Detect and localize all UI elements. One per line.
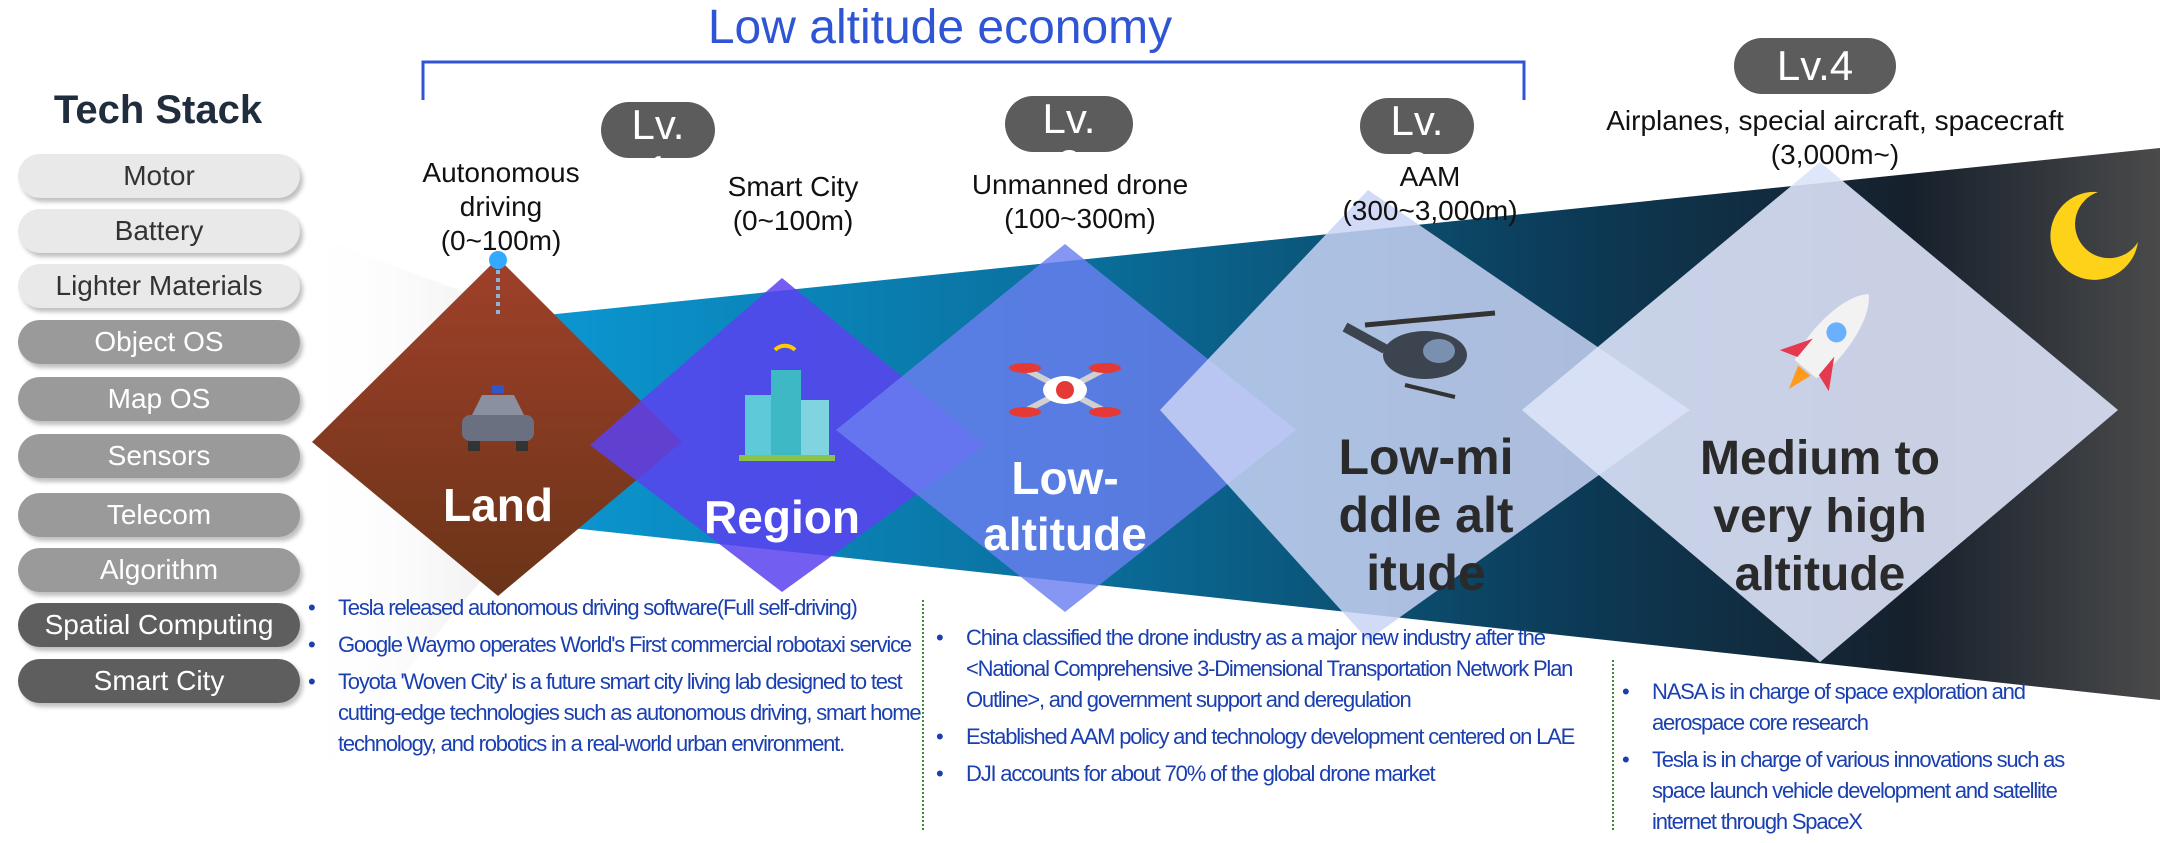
bullet-item: China classified the drone industry as a…	[934, 622, 1606, 715]
level-1-badge-num: 1	[646, 147, 670, 194]
level-4-badge-text: Lv.4	[1776, 42, 1854, 89]
helicopter-icon	[1342, 310, 1496, 399]
bullet-item: Tesla released autonomous driving softwa…	[306, 592, 938, 623]
smart-building-icon	[739, 343, 835, 461]
tech-item-spatial-computing: Spatial Computing	[18, 603, 300, 647]
bullet-item: DJI accounts for about 70% of the global…	[934, 758, 1606, 789]
level-4-badge: Lv.4	[1734, 38, 1896, 94]
zone-low-altitude: Low-altitude	[983, 452, 1147, 560]
label-smart-city: Smart City (0~100m)	[727, 171, 859, 236]
pin-icon	[489, 251, 507, 269]
tech-item-motor: Motor	[18, 154, 300, 198]
high-altitude-diamond	[1522, 162, 2118, 662]
tech-item-battery: Battery	[18, 209, 300, 253]
moon-icon	[2050, 191, 2138, 280]
tech-item-object-os: Object OS	[18, 320, 300, 364]
bullets-high-altitude: NASA is in charge of space exploration a…	[1620, 676, 2100, 843]
tech-item-sensors: Sensors	[18, 434, 300, 478]
tech-item-algorithm: Algorithm	[18, 548, 300, 592]
bullet-item: Tesla is in charge of various innovation…	[1620, 744, 2100, 837]
level-3-badge-text: Lv.	[1390, 97, 1444, 144]
label-unmanned-drone: Unmanned drone (100~300m)	[971, 169, 1189, 234]
tech-item-lighter-materials: Lighter Materials	[18, 264, 300, 308]
bullet-item: NASA is in charge of space exploration a…	[1620, 676, 2100, 738]
tech-stack-title: Tech Stack	[53, 88, 263, 132]
column-divider	[922, 600, 924, 830]
bullet-item: Established AAM policy and technology de…	[934, 721, 1606, 752]
label-airplanes: Airplanes, special aircraft, spacecraft …	[1606, 105, 2064, 170]
label-aam: AAM (300~3,000m)	[1342, 161, 1518, 226]
low-altitude-bracket	[421, 60, 1526, 100]
tech-item-telecom: Telecom	[18, 493, 300, 537]
column-divider	[1612, 660, 1614, 830]
bullets-low-altitude: China classified the drone industry as a…	[934, 622, 1606, 795]
bullets-ground: Tesla released autonomous driving softwa…	[306, 592, 938, 765]
drone-icon	[1009, 363, 1121, 417]
low-middle-diamond	[1160, 190, 1690, 640]
bullet-item: Google Waymo operates World's First comm…	[306, 629, 938, 660]
bullet-item: Toyota 'Woven City' is a future smart ci…	[306, 666, 938, 759]
level-2-badge: Lv. 2	[1005, 95, 1133, 188]
car-icon	[462, 385, 534, 451]
level-2-badge-num: 2	[1057, 141, 1081, 188]
level-3-badge: Lv. 3	[1360, 97, 1474, 190]
low-altitude-diamond	[836, 244, 1296, 612]
level-2-badge-text: Lv.	[1042, 95, 1096, 142]
rocket-icon	[1779, 294, 1869, 392]
low-altitude-economy-title: Low altitude economy	[707, 1, 1173, 54]
tech-item-map-os: Map OS	[18, 377, 300, 421]
zone-region: Region	[704, 491, 860, 543]
zone-low-middle: Low-middle altitude	[1338, 429, 1514, 601]
level-1-badge: Lv. 1	[601, 101, 715, 194]
label-autonomous-driving: Autonomous driving (0~100m)	[422, 157, 580, 256]
level-3-badge-num: 3	[1405, 143, 1429, 190]
level-1-badge-text: Lv.	[631, 101, 685, 148]
tech-item-smart-city: Smart City	[18, 659, 300, 703]
zone-land: Land	[443, 479, 553, 531]
zone-high-altitude: Medium to very high altitude	[1700, 432, 1940, 601]
